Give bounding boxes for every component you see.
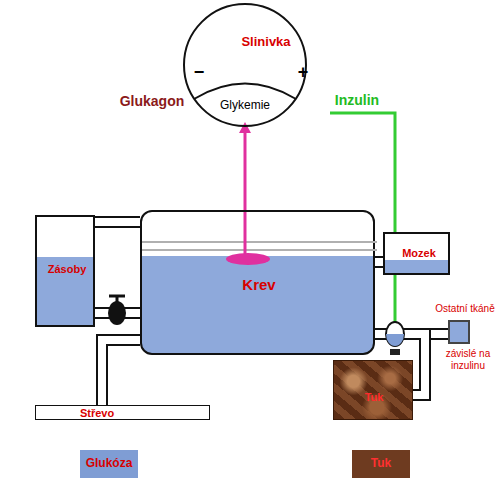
insulin-valve [386, 322, 404, 346]
level-mark [142, 241, 377, 243]
brain-tank: Mozek [383, 232, 450, 275]
storage-tank: Zásoby [35, 215, 95, 327]
pipe-wall [375, 256, 383, 268]
hormone-label: Glukagon [120, 93, 185, 109]
node-text: Zásoby [48, 263, 87, 276]
pipe-connector [95, 222, 140, 223]
minus-sign: − [194, 62, 205, 83]
intestine-bar: Střevo [35, 405, 210, 420]
pipe-wall [95, 216, 140, 228]
signal-arrow [239, 122, 251, 210]
arrow-line [244, 131, 247, 210]
node-text: Glykemie [220, 99, 270, 113]
pipe-wall [102, 340, 140, 405]
pipe-bore [375, 258, 383, 266]
node-text: Mozek [402, 247, 436, 260]
node-text: Slinivka [241, 35, 290, 50]
level-mark [142, 249, 377, 251]
glycemia-region: Glykemie [202, 92, 288, 122]
glucose-sensor [226, 253, 270, 265]
node-text: Střevo [80, 407, 114, 420]
pipe-bore [102, 340, 140, 405]
blood-tank: Krev [140, 210, 375, 355]
node-text: závislé na inzulinu [440, 348, 496, 371]
pancreas-outline [184, 4, 306, 126]
sensor-line [244, 212, 247, 256]
plus-sign: + [298, 62, 309, 83]
node-text: Tuk [365, 391, 384, 404]
insulin-tissue-block: Ostatní tkánězávislé na inzulinu [448, 320, 470, 344]
pipe-connector [375, 262, 383, 263]
valve-base [390, 349, 400, 355]
legend-text: Tuk [371, 457, 391, 471]
legend-text: Glukóza [86, 457, 133, 471]
glycemia-arc [194, 84, 296, 100]
node-text: Ostatní tkáně [435, 303, 494, 315]
fat-tank: Tuk [333, 360, 413, 420]
pipe-connector [102, 340, 140, 405]
node-text: Krev [242, 276, 275, 293]
pipe-bore [95, 218, 140, 226]
hormone-label: Inzulin [335, 92, 379, 108]
insulin-valve-fill [386, 334, 404, 346]
valve [108, 301, 126, 325]
